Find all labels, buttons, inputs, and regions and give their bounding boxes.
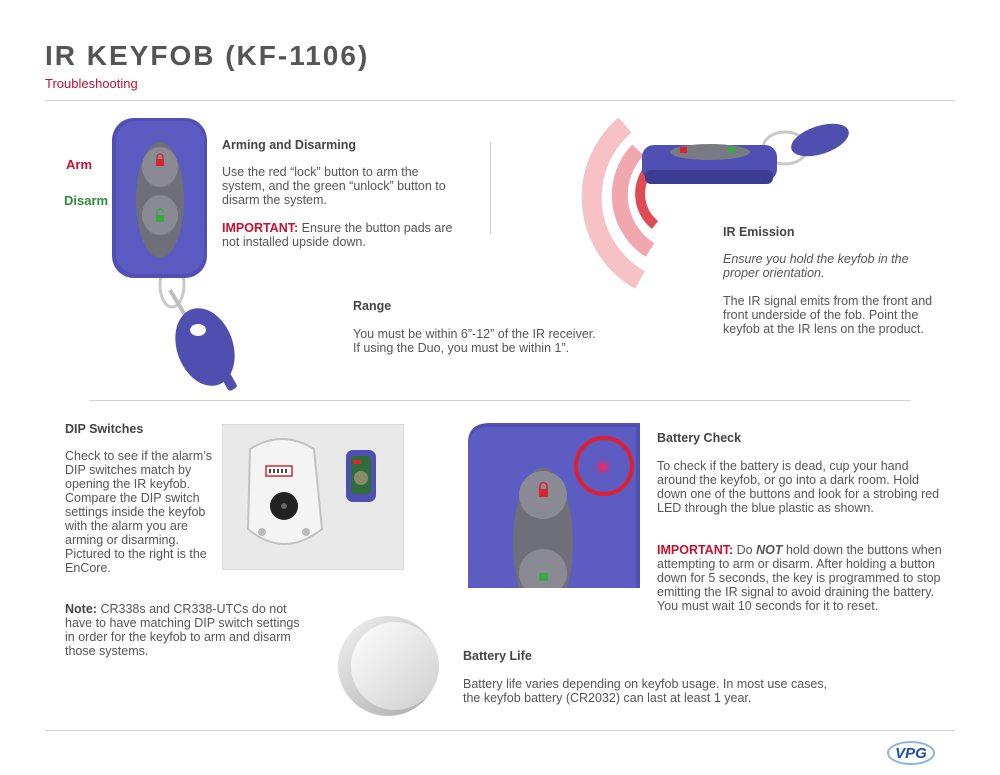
dip-heading: DIP Switches (65, 422, 144, 436)
dip-note: Note: CR338s and CR338-UTCs do not have … (65, 602, 305, 658)
battery-check-important: IMPORTANT: Do NOT hold down the buttons … (657, 543, 947, 613)
keyfob-illustration (112, 118, 237, 391)
page-subtitle: Troubleshooting (45, 76, 138, 91)
ir-emission-italic: Ensure you hold the keyfob in the proper… (723, 252, 909, 280)
battery-check-body: To check if the battery is dead, cup you… (657, 459, 940, 515)
disarm-label: Disarm (64, 193, 109, 208)
footer-divider (45, 730, 955, 731)
important-text: Ensure the button pads are not installed… (222, 221, 453, 249)
section-divider (90, 400, 910, 401)
note-label: Note: (65, 602, 97, 616)
ir-emission-body: The IR signal emits from the front and f… (723, 294, 933, 336)
range-line-1: You must be within 6”-12” of the IR rece… (353, 327, 596, 341)
range-heading: Range (353, 299, 392, 313)
header-divider (45, 100, 955, 101)
vertical-divider (490, 142, 491, 234)
coin-battery-illustration (338, 616, 439, 716)
ir-emission-illustration (581, 117, 849, 289)
important-label: IMPORTANT: (222, 221, 299, 235)
dip-switch-photo (222, 424, 404, 570)
battery-life-heading: Battery Life (463, 649, 532, 663)
arming-important: IMPORTANT: Ensure the button pads are no… (222, 221, 460, 249)
battery-check-heading: Battery Check (657, 431, 742, 445)
page-title: IR KEYFOB (KF-1106) (45, 40, 370, 71)
range-line-2: If using the Duo, you must be within 1”. (353, 341, 570, 355)
arming-heading: Arming and Disarming (222, 138, 357, 152)
battery-important-label: IMPORTANT: (657, 543, 734, 557)
battery-life-body: Battery life varies depending on keyfob … (463, 677, 828, 705)
battery-important-pre: Do (736, 543, 753, 557)
vpg-logo: VPG (887, 741, 935, 765)
battery-important-post: hold down the buttons when attempting to… (657, 543, 942, 613)
arm-label: Arm (66, 157, 93, 172)
ir-emission-heading: IR Emission (723, 225, 795, 239)
arming-body: Use the red “lock” button to arm the sys… (222, 165, 446, 207)
battery-check-photo (468, 423, 640, 588)
vpg-logo-text: VPG (895, 745, 927, 762)
dip-body: Check to see if the alarm’s DIP switches… (65, 449, 213, 575)
battery-important-not: NOT (756, 543, 783, 557)
note-text: CR338s and CR338-UTCs do not have to hav… (65, 602, 300, 658)
